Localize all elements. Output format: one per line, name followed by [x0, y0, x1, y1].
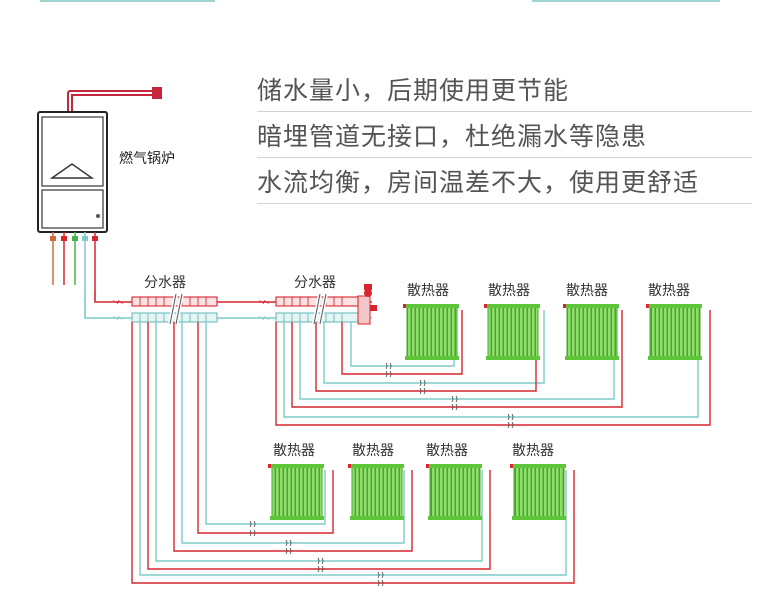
top-accent-line-right	[532, 0, 720, 2]
boiler-connections	[50, 232, 98, 290]
manifold-1-label: 分水器	[144, 275, 186, 291]
boiler	[37, 111, 108, 233]
radiator-2-4-label: 散热器	[512, 443, 554, 459]
manifold-valve-icon	[357, 284, 377, 325]
radiator-1-1-label: 散热器	[407, 283, 449, 299]
radiator-2-4	[510, 464, 566, 520]
group-1-joint-marks	[385, 362, 514, 429]
radiator-1-3-label: 散热器	[566, 283, 608, 299]
radiator-2-1-label: 散热器	[273, 443, 315, 459]
power-indicator-icon	[96, 214, 100, 218]
manifold-1	[131, 293, 218, 325]
manifold-2	[275, 284, 377, 325]
radiator-2-1	[268, 464, 324, 520]
radiator-1-2-label: 散热器	[488, 283, 530, 299]
flue-pipe	[67, 87, 162, 112]
flue-cap	[152, 87, 162, 99]
radiator-1-4	[646, 304, 702, 360]
flame-symbol-icon	[49, 163, 95, 179]
radiator-2-3-label: 散热器	[426, 443, 468, 459]
claim-comfort: 水流均衡，房间温差不大，使用更舒适	[257, 158, 752, 204]
radiator-1-1	[403, 304, 459, 360]
radiator-2-2	[348, 464, 404, 520]
claim-energy-saving: 储水量小，后期使用更节能	[257, 66, 752, 112]
claim-no-leak: 暗埋管道无接口，杜绝漏水等隐患	[257, 112, 752, 158]
radiator-1-2	[484, 304, 540, 360]
radiator-1-4-label: 散热器	[648, 283, 690, 299]
group-2-joint-marks	[249, 520, 384, 587]
manifold-2-label: 分水器	[294, 275, 336, 291]
feature-claims: 储水量小，后期使用更节能 暗埋管道无接口，杜绝漏水等隐患 水流均衡，房间温差不大…	[257, 66, 752, 204]
radiator-1-3	[563, 304, 619, 360]
radiator-2-2-label: 散热器	[352, 443, 394, 459]
radiator-2-3	[426, 464, 482, 520]
boiler-label: 燃气锅炉	[119, 150, 175, 167]
top-accent-line-left	[40, 0, 215, 2]
